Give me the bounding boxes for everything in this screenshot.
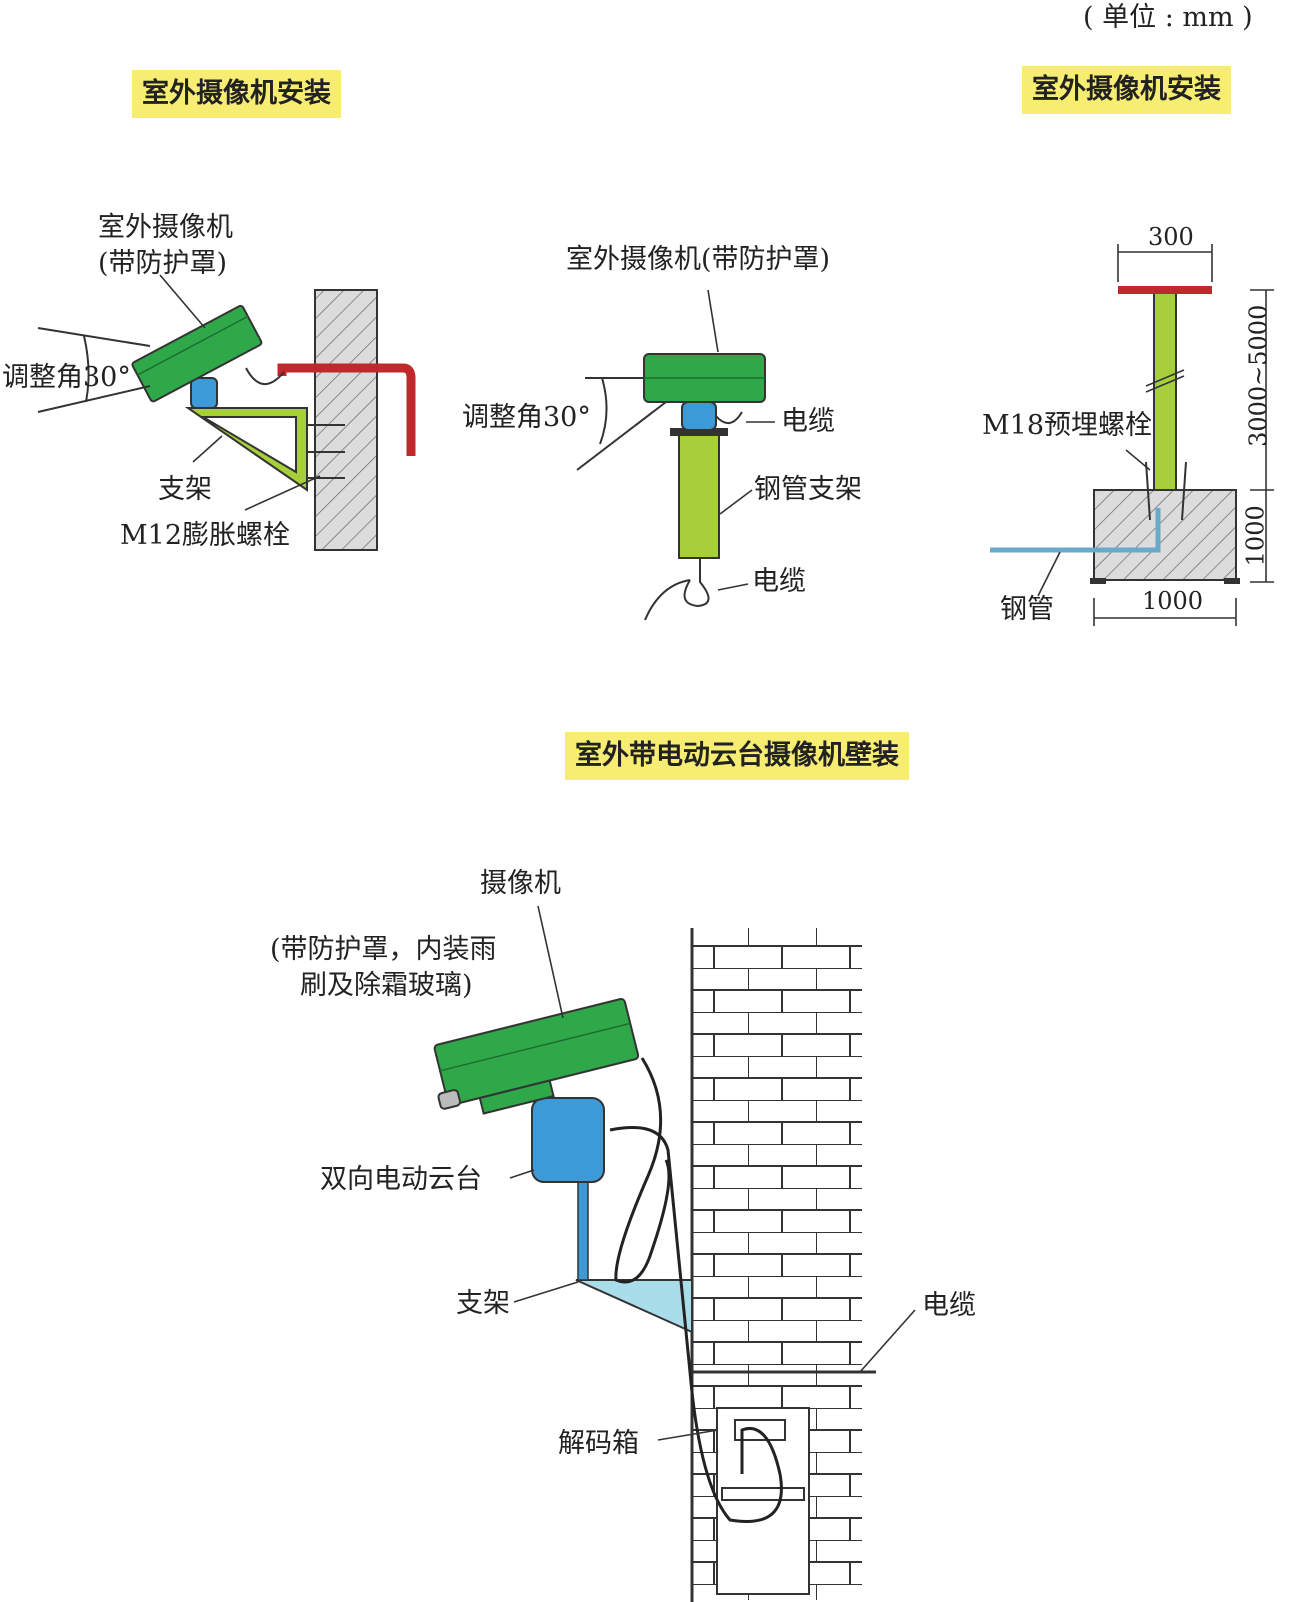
fig1-wall-pipe (277, 363, 416, 456)
fig1-bracket-label: 支架 (158, 474, 212, 505)
fig1-cable (245, 367, 285, 385)
fig3-pole-foundation (990, 244, 1274, 626)
fig1-leader-camera (159, 274, 206, 329)
fig4-decoder-label: 解码箱 (558, 1428, 639, 1459)
fig1-wall-mount (37, 274, 416, 551)
fig1-angle-label: 调整角30° (2, 362, 131, 393)
fig4-cable (609, 1057, 783, 1523)
fig4-bracket-label: 支架 (456, 1288, 510, 1319)
fig3-leader-pipe (1037, 551, 1061, 597)
fig4-cable-label: 电缆 (922, 1290, 976, 1321)
title-ptz-wall: 室外带电动云台摄像机壁装 (565, 732, 909, 781)
fig1-camera (131, 304, 263, 403)
fig2-cable-bottom (644, 558, 710, 621)
fig4-ptz-label: 双向电动云台 (320, 1164, 482, 1195)
fig4-leaders (509, 905, 916, 1441)
fig2-leader-cable-bottom (717, 583, 749, 591)
fig4-bracket (575, 1279, 693, 1334)
fig4-camera (433, 997, 640, 1115)
fig1-camera-label: 室外摄像机 (98, 212, 233, 243)
fig4-camera-label: 摄像机 (480, 868, 561, 899)
fig2-leader-pipe (719, 489, 753, 515)
fig4-camera-sublabel-1: (带防护罩，内装雨 (270, 934, 497, 965)
fig1-bolt-label: M12膨胀螺栓 (120, 520, 291, 551)
fig3-steel-pipe (990, 508, 1161, 553)
fig3-pole (1153, 289, 1177, 491)
fig3-leader-bolt (1125, 449, 1151, 471)
fig3-bolt-label: M18预埋螺栓 (982, 410, 1153, 441)
fig3-dim-lines (1093, 244, 1274, 626)
fig2-pipe-flange (670, 428, 728, 436)
fig2-pipe-label: 钢管支架 (754, 474, 862, 505)
fig4-ptz-wall (433, 905, 916, 1602)
fig4-ptz-head (531, 1097, 605, 1183)
fig2-angle-label: 调整角30° (462, 402, 591, 433)
unit-note: ( 单位 : mm ) (1083, 2, 1253, 33)
fig1-angle-line-a (37, 327, 151, 347)
fig3-dim-base-w: 1000 (1142, 587, 1204, 615)
fig3-dim-height: 3000~5000 (1244, 304, 1273, 447)
fig1-leader-bolt (244, 475, 321, 511)
fig1-pan-mount (190, 377, 218, 409)
fig2-angle-arc (599, 377, 608, 445)
fig3-dim-top: 300 (1148, 223, 1194, 251)
fig2-leader-camera (707, 289, 719, 353)
fig1-bolts (307, 424, 345, 479)
fig1-wall (314, 289, 378, 551)
fig2-angle-line-b (576, 401, 667, 471)
fig1-angle-line-b (37, 385, 151, 413)
fig1-camera-sublabel: (带防护罩) (98, 248, 228, 279)
fig2-camera-label: 室外摄像机(带防护罩) (566, 244, 831, 275)
fig2-pole-mount (576, 289, 775, 621)
fig2-steel-pipe (678, 433, 720, 559)
fig1-bracket (184, 407, 308, 492)
fig3-dim-base-h: 1000 (1241, 505, 1270, 567)
fig2-cable-top (715, 411, 743, 424)
title-wall-mount: 室外摄像机安装 (132, 70, 341, 119)
fig3-foundation (1093, 489, 1237, 581)
fig4-ptz-post (577, 1181, 589, 1281)
fig2-cable-top-label: 电缆 (781, 406, 835, 437)
title-pole-mount: 室外摄像机安装 (1022, 66, 1231, 115)
fig2-cable-bottom-label: 电缆 (752, 566, 806, 597)
fig3-pipe-label: 钢管 (1000, 594, 1054, 625)
fig4-camera-sublabel-2: 刷及除霜玻璃) (300, 970, 473, 1001)
fig3-anchor-bolts (1145, 461, 1187, 521)
fig1-angle-arc (83, 335, 90, 403)
fig2-pan-mount (681, 401, 717, 431)
fig1-leader-bracket (192, 435, 223, 463)
